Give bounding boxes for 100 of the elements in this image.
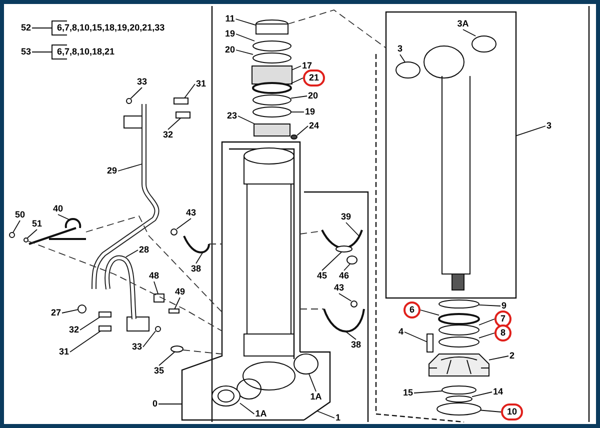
seal-ring bbox=[438, 324, 480, 336]
leader-line bbox=[290, 96, 308, 99]
washer bbox=[24, 238, 28, 242]
callout-number: 8 bbox=[494, 324, 512, 342]
seal-ring bbox=[438, 336, 480, 348]
gland bbox=[428, 354, 490, 376]
callout-number: 1A bbox=[254, 408, 268, 420]
leader-line bbox=[118, 164, 142, 172]
seal-ring bbox=[442, 386, 476, 394]
leader-line bbox=[300, 308, 324, 310]
washer bbox=[126, 98, 132, 104]
callout-number: 39 bbox=[340, 212, 352, 222]
frame-outline bbox=[300, 351, 331, 420]
leader-line bbox=[296, 126, 308, 136]
leader-line bbox=[292, 66, 302, 70]
callout-number: 33 bbox=[136, 76, 148, 88]
seal-ring bbox=[336, 246, 352, 252]
leader-line bbox=[346, 222, 360, 236]
callout-number: 6 bbox=[404, 302, 420, 318]
gland-nut bbox=[426, 334, 434, 352]
washer bbox=[9, 232, 15, 238]
leader-line bbox=[26, 229, 38, 238]
callout-number: 53 bbox=[20, 46, 32, 58]
leader-line bbox=[142, 330, 156, 348]
leader-line bbox=[12, 220, 20, 233]
leader-line bbox=[316, 410, 335, 418]
callout-number: 48 bbox=[148, 270, 160, 282]
clamp bbox=[323, 308, 365, 332]
callout-number: 17 bbox=[301, 60, 313, 72]
leader-line bbox=[174, 297, 180, 310]
callout-number: 43 bbox=[333, 282, 345, 294]
washer bbox=[155, 326, 161, 332]
leader-line bbox=[344, 330, 356, 340]
leader-line bbox=[86, 215, 222, 312]
callout-number: 9 bbox=[500, 300, 508, 312]
callout-number: 32 bbox=[162, 130, 174, 140]
callout-number: 50 bbox=[14, 210, 26, 220]
hose bbox=[104, 255, 136, 320]
callout-number: 14 bbox=[492, 386, 504, 398]
washer bbox=[350, 300, 358, 308]
seal-ring bbox=[438, 300, 480, 308]
callout-number: 35 bbox=[153, 366, 165, 376]
leader-line bbox=[184, 84, 196, 98]
gland-nut bbox=[252, 66, 292, 84]
callout-number: 43 bbox=[185, 208, 197, 218]
leader-line bbox=[62, 309, 78, 314]
washer bbox=[170, 346, 184, 352]
seal-ring bbox=[252, 52, 292, 64]
leader-line bbox=[478, 318, 495, 326]
leader-line bbox=[308, 374, 316, 392]
callout-number: 3 bbox=[396, 44, 404, 54]
callout-number: 10 bbox=[501, 404, 523, 420]
callout-number: 31 bbox=[58, 346, 70, 358]
callout-number: 45 bbox=[316, 270, 328, 282]
gland-nut bbox=[256, 24, 288, 34]
callout-number: 1 bbox=[334, 412, 342, 424]
callout-number: 52 bbox=[20, 22, 32, 34]
leader-line bbox=[516, 126, 546, 136]
leader-line bbox=[126, 250, 138, 258]
callout-number: 20 bbox=[224, 44, 236, 56]
leader-line bbox=[80, 316, 100, 330]
leader-line bbox=[28, 240, 222, 332]
piston-rod-frame bbox=[385, 11, 517, 299]
seal-ring bbox=[436, 402, 482, 416]
leader-line bbox=[322, 252, 342, 271]
bolt bbox=[98, 326, 112, 332]
callout-number: 24 bbox=[308, 120, 320, 132]
leader-line bbox=[480, 410, 502, 412]
leader-line bbox=[290, 78, 304, 84]
leader-line bbox=[344, 264, 350, 271]
callout-number: 20 bbox=[307, 90, 319, 102]
callout-number: 31 bbox=[195, 78, 207, 90]
seal-ring bbox=[252, 40, 292, 52]
clamp bbox=[321, 230, 363, 249]
leader-line bbox=[168, 118, 182, 130]
leader-line bbox=[488, 356, 509, 360]
callout-number: 3A bbox=[456, 18, 470, 30]
bolt bbox=[174, 98, 188, 104]
callout-number: 11 bbox=[224, 14, 236, 24]
bolt bbox=[176, 112, 190, 118]
leader-line bbox=[240, 402, 255, 414]
callout-number: 19 bbox=[304, 106, 316, 118]
leader-line bbox=[414, 390, 442, 394]
seal-ring bbox=[438, 313, 480, 325]
callout-number: 38 bbox=[350, 340, 362, 350]
callout-number: 51 bbox=[31, 218, 43, 230]
callout-number: 28 bbox=[138, 244, 150, 256]
callout-number: 32 bbox=[68, 324, 80, 336]
bolt bbox=[154, 294, 164, 302]
seal-ring bbox=[252, 106, 292, 118]
leader-line bbox=[462, 29, 476, 36]
callout-number: 4 bbox=[398, 326, 404, 338]
seal-ring bbox=[294, 354, 318, 374]
seal-ring bbox=[252, 82, 292, 94]
callout-number: 49 bbox=[174, 286, 186, 298]
seal-ring bbox=[252, 94, 292, 106]
callout-number: 33 bbox=[131, 342, 143, 352]
callout-number: 6,7,8,10,18,21 bbox=[56, 46, 116, 58]
leader-line bbox=[58, 214, 70, 220]
leader-line bbox=[130, 87, 142, 99]
